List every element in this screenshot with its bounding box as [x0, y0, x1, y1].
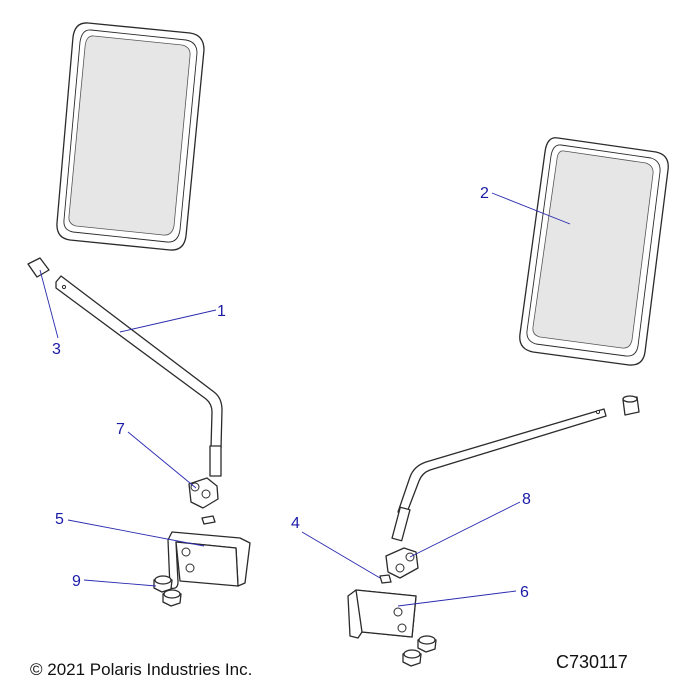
- left-insert: [201, 515, 216, 525]
- left-mirror-arm: [55, 275, 223, 477]
- leader-8: [409, 501, 521, 558]
- leader-lines: [39, 192, 571, 607]
- callout-3: 3: [52, 341, 61, 358]
- leader-5: [67, 519, 205, 547]
- leader-1: [119, 309, 217, 333]
- right-arm-stem: [391, 506, 411, 542]
- right-end-cap: [622, 395, 640, 416]
- callout-5: 5: [55, 511, 64, 528]
- left-bolts: [153, 575, 182, 607]
- leader-4: [301, 531, 381, 579]
- leader-9: [83, 579, 157, 587]
- right-insert: [379, 574, 392, 584]
- callout-6: 6: [520, 584, 529, 601]
- left-arm-stem: [209, 445, 222, 477]
- callout-7: 7: [116, 421, 125, 438]
- leader-6: [397, 590, 517, 607]
- left-mirror: [56, 22, 205, 251]
- right-mirror-arm: [391, 408, 607, 542]
- callout-8: 8: [522, 491, 531, 508]
- drawing-id: C730117: [556, 652, 628, 672]
- leader-7: [127, 431, 197, 489]
- callout-1: 1: [217, 303, 226, 320]
- left-clamp: [188, 477, 219, 509]
- leader-2: [491, 192, 571, 225]
- right-clamp: [385, 547, 419, 579]
- callout-2: 2: [480, 185, 489, 202]
- callout-labels: 1 2 3 4 5 6 7 8 9: [52, 185, 531, 601]
- right-bracket: [347, 589, 417, 639]
- copyright-notice: © 2021 Polaris Industries Inc.: [30, 660, 253, 679]
- leader-3: [39, 269, 59, 339]
- right-bolts: [402, 635, 437, 667]
- callout-9: 9: [72, 573, 81, 590]
- left-end-cap: [27, 257, 50, 278]
- callout-4: 4: [291, 515, 300, 532]
- right-mirror: [519, 137, 669, 366]
- left-bracket: [167, 531, 251, 590]
